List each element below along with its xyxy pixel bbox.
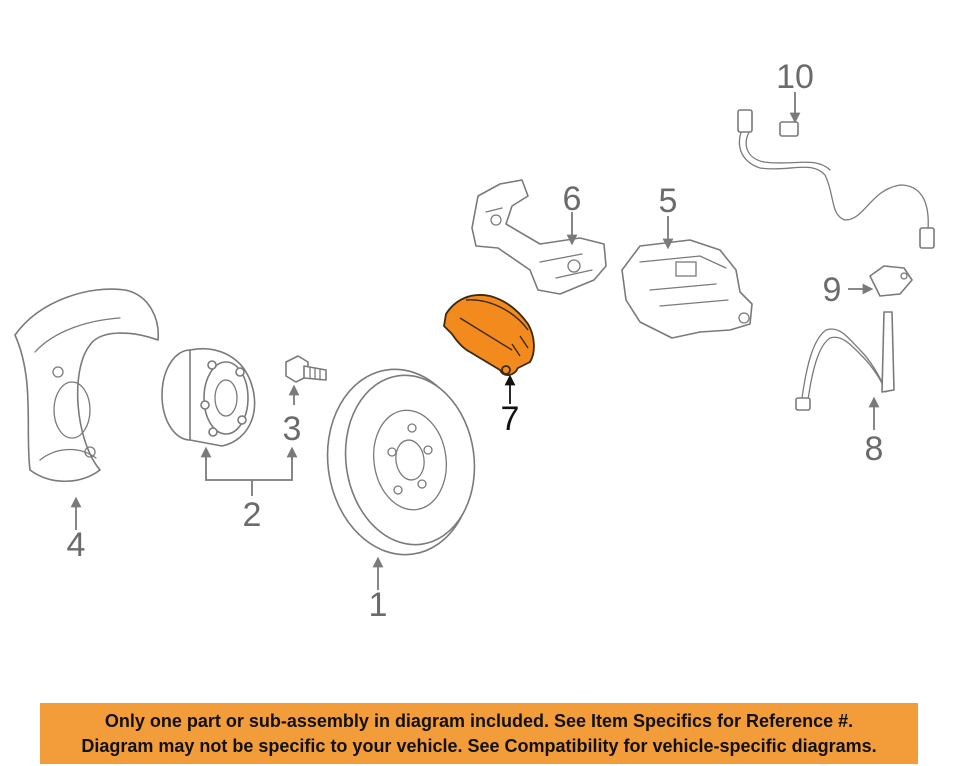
hub-bearing-part	[161, 348, 256, 447]
disclaimer-line-1: Only one part or sub-assembly in diagram…	[104, 711, 854, 731]
disclaimer-banner: Only one part or sub-assembly in diagram…	[40, 703, 918, 764]
brake-rotor-part	[326, 368, 476, 556]
caliper-bracket-part	[471, 179, 607, 295]
callout-7: 7	[501, 400, 520, 438]
callout-3: 3	[283, 410, 302, 448]
callout-1: 1	[369, 586, 388, 624]
callout-9: 9	[823, 271, 842, 309]
callout-6: 6	[563, 180, 582, 218]
callout-8: 8	[865, 430, 884, 468]
brake-caliper-part	[621, 239, 753, 339]
brake-hose-part	[795, 311, 895, 411]
disclaimer-line-2: Diagram may not be specific to your vehi…	[81, 736, 877, 756]
brake-pad-part	[443, 294, 535, 376]
brake-assembly-diagram: 10 6 5 9 8 7 3 2 4 1	[14, 58, 935, 624]
sensor-bracket-part	[869, 265, 913, 297]
leader-2-bracket	[205, 456, 293, 481]
callout-4: 4	[67, 526, 86, 564]
callout-2: 2	[243, 496, 262, 534]
callout-10: 10	[776, 58, 814, 96]
splash-shield-part	[14, 288, 160, 482]
wheel-speed-sensor-part	[737, 109, 935, 249]
hub-bolt-part	[285, 355, 327, 383]
callout-5: 5	[659, 182, 678, 220]
